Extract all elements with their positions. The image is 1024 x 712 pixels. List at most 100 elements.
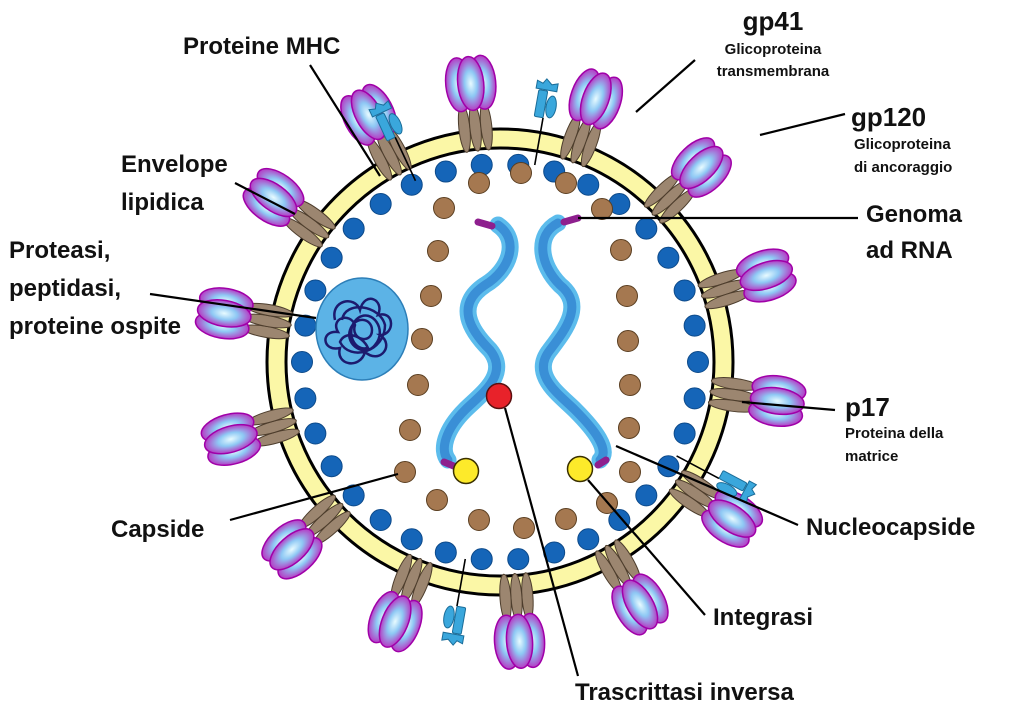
matrix-protein-dot (320, 246, 343, 269)
capsid-protein-dot (555, 508, 577, 530)
rna-end-right-bottom (594, 456, 610, 469)
matrix-protein-dot (577, 528, 600, 551)
gp120-gp41-spike (560, 68, 624, 168)
capsid-protein-dot (619, 374, 641, 396)
gp120-gp41-spike (444, 54, 497, 153)
rna-strand-left-inner (439, 220, 515, 465)
reverse-transcriptase (485, 382, 513, 410)
leader-nucleocapsid (615, 444, 799, 527)
gp120-gp41-spike (595, 539, 669, 636)
rna-end-right-top (560, 214, 582, 226)
label-gp41-title: gp41 (743, 6, 804, 36)
rna-strand-right-inner (538, 218, 608, 465)
matrix-protein-dot (577, 173, 600, 196)
mhc-anchor (394, 136, 417, 182)
matrix-protein-dot (304, 422, 327, 445)
capsid-protein-dot (411, 328, 433, 350)
leader-protease (149, 292, 317, 320)
label-gp120-sub2: di ancoraggio (854, 159, 952, 176)
capsid-protein-dot (513, 517, 535, 539)
matrix-protein-dot (342, 484, 365, 507)
gp120-head-lobe (378, 595, 412, 648)
gp120-gp41-spike (493, 572, 546, 670)
capsid-protein-dot (610, 239, 632, 261)
capsid-protein-dot (394, 461, 416, 483)
matrix-protein-dot (294, 387, 317, 410)
integrase-right (566, 455, 594, 483)
leader-gp120 (759, 112, 846, 137)
mhc-groove (368, 99, 393, 118)
mhc-protein (441, 558, 467, 646)
rna-end-left-top (474, 218, 496, 230)
gp120-head-lobe (269, 528, 315, 571)
rna-genome (435, 214, 612, 471)
gp120-head-lobe (456, 55, 485, 112)
gp120-gp41-spike (367, 553, 433, 653)
capsid-protein-dot (619, 461, 641, 483)
mhc-alpha-chain (375, 112, 396, 142)
label-mhc: Proteine MHC (183, 33, 340, 60)
gp120-head-lobe (203, 423, 258, 455)
integrase-left (452, 457, 480, 485)
capsid-protein-dot (618, 417, 640, 439)
mhc-groove (535, 78, 559, 93)
gp120-head-lobe (679, 145, 724, 190)
matrix-protein-dot (608, 509, 631, 532)
matrix-protein-dot (369, 192, 392, 215)
capsid-protein-dot (427, 240, 449, 262)
host-proteins-blob (315, 277, 409, 381)
capsid-protein-dot (468, 172, 490, 194)
gp120-head-lobe (579, 72, 612, 126)
mhc-protein (368, 99, 417, 182)
capsid-protein-dot (468, 509, 490, 531)
matrix-protein-dot (683, 387, 706, 410)
mhc-beta-chain (388, 113, 403, 135)
capsid-protein-dot (617, 330, 639, 352)
label-capsid: Capside (111, 516, 204, 543)
label-integrase: Integrasi (713, 604, 813, 631)
leader-reverse-transcriptase (503, 407, 580, 677)
gp120-head-lobe (505, 613, 534, 670)
label-protease-1: Proteasi, (9, 237, 110, 264)
matrix-protein-dot (369, 509, 392, 532)
matrix-protein-dot (470, 548, 493, 571)
capsid-protein-dot (433, 197, 455, 219)
matrix-protein-dot (635, 484, 658, 507)
capsid-protein-dot (616, 285, 638, 307)
protease-coil (324, 297, 393, 365)
label-genome-2: ad RNA (866, 237, 953, 264)
label-gp120-title: gp120 (851, 102, 926, 132)
mhc-alpha-chain (451, 605, 467, 635)
matrix-protein-dot (683, 314, 706, 337)
gp120-gp41-spike (261, 494, 351, 580)
matrix-protein-dot (400, 528, 423, 551)
matrix-protein-dot (635, 217, 658, 240)
matrix-protein-dot (400, 173, 423, 196)
capsid-protein-dot (555, 172, 577, 194)
label-reverse-transcriptase: Trascrittasi inversa (575, 679, 794, 706)
matrix-protein-dot (673, 279, 696, 302)
capsid-protein-dot (399, 419, 421, 441)
label-gp41-sub2: transmembrana (717, 63, 830, 80)
capsid-proteins (394, 162, 641, 539)
matrix-protein-dot (304, 279, 327, 302)
envelope-glycoproteins (194, 54, 807, 670)
mhc-anchor (676, 455, 720, 480)
leader-lines (149, 59, 858, 677)
label-protease-2: peptidasi, (9, 275, 121, 302)
leader-gp41 (635, 59, 696, 113)
gp120-gp41-spike (697, 248, 797, 310)
mhc-beta-chain (443, 605, 455, 629)
label-gp120-sub1: Glicoproteina (854, 136, 951, 153)
label-nucleocapsid: Nucleocapside (806, 514, 975, 541)
label-p17-sub2: matrice (845, 448, 898, 465)
label-envelope-1: Envelope (121, 151, 228, 178)
labels: gp41 Glicoproteina transmembrana gp120 G… (9, 6, 975, 706)
matrix-protein-dot (507, 548, 530, 571)
matrix-protein-dot (673, 422, 696, 445)
matrix-protein-dot (342, 217, 365, 240)
label-protease-3: proteine ospite (9, 313, 181, 340)
gp120-head-lobe (739, 259, 794, 292)
label-envelope-2: lipidica (121, 189, 204, 216)
matrix-protein-dot (657, 246, 680, 269)
